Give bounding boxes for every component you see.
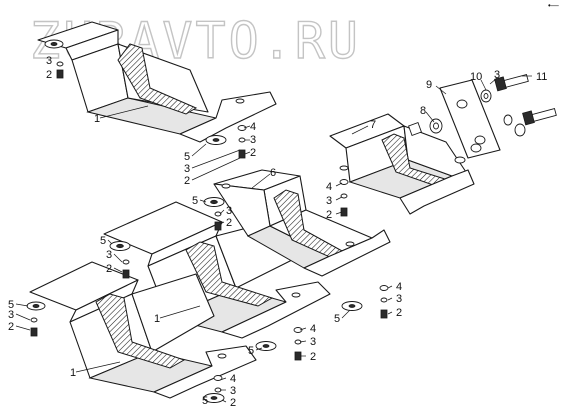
callout-5: 5 [192,195,198,207]
callout-5: 5 [202,395,208,407]
callout-3: 3 [46,55,52,67]
callout-3: 3 [230,385,236,397]
bracket-6 [213,169,391,277]
washer-10 [480,89,492,103]
callout-3: 3 [250,134,256,146]
fastener-stack-b [56,61,64,79]
callout-2: 2 [184,175,190,187]
fastener-stack-a [205,125,247,159]
callout-1: 1 [70,367,76,379]
callout-3: 3 [8,309,14,321]
callout-11: 11 [536,71,547,83]
leader-lines [15,75,532,403]
fastener-stack-e [30,317,38,337]
fastener-stack-d [122,211,222,279]
callout-3: 3 [326,195,332,207]
bolt-11-lower [503,107,557,137]
mounting-plate-9 [439,79,501,159]
callout-3: 3 [310,336,316,348]
callout-8: 8 [420,105,426,117]
callout-3: 3 [226,205,232,217]
callout-1: 1 [154,313,160,325]
corner-mark: •— [548,1,559,10]
callout-3: 3 [106,249,112,261]
callout-5: 5 [100,235,106,247]
callout-2: 2 [310,351,316,363]
callout-2: 2 [106,263,112,275]
callout-4: 4 [250,121,256,133]
callout-10: 10 [470,71,482,83]
callout-5: 5 [184,151,190,163]
callout-labels: 1 1 1 6 7 8 9 10 3 11 3 2 4 3 2 5 3 2 4 … [8,55,547,409]
callout-2: 2 [226,217,232,229]
callout-3: 3 [184,163,190,175]
fastener-stack-f [341,285,389,319]
callout-4: 4 [396,281,402,293]
callout-2: 2 [46,69,52,81]
callout-2: 2 [8,321,14,333]
fastener-stack-g [255,327,303,361]
bracket-bottom-left [26,261,257,399]
callout-5: 5 [334,313,340,325]
callout-2: 2 [326,209,332,221]
callout-6: 6 [270,167,276,179]
callout-3: 3 [494,69,500,81]
callout-5: 5 [8,299,14,311]
callout-4: 4 [310,323,316,335]
callout-2: 2 [250,147,256,159]
callout-1: 1 [94,113,100,125]
callout-4: 4 [326,181,332,193]
callout-9: 9 [426,79,432,91]
callout-3: 3 [396,293,402,305]
callout-2: 2 [396,307,402,319]
bolt-11 [494,73,529,92]
fastener-stack-h [203,375,225,403]
callout-2: 2 [230,397,236,409]
bracket-top-left [37,21,277,143]
bracket-7 [329,113,475,215]
callout-5: 5 [248,345,254,357]
washer-8 [429,118,443,134]
callout-4: 4 [230,373,236,385]
callout-7: 7 [370,119,376,131]
